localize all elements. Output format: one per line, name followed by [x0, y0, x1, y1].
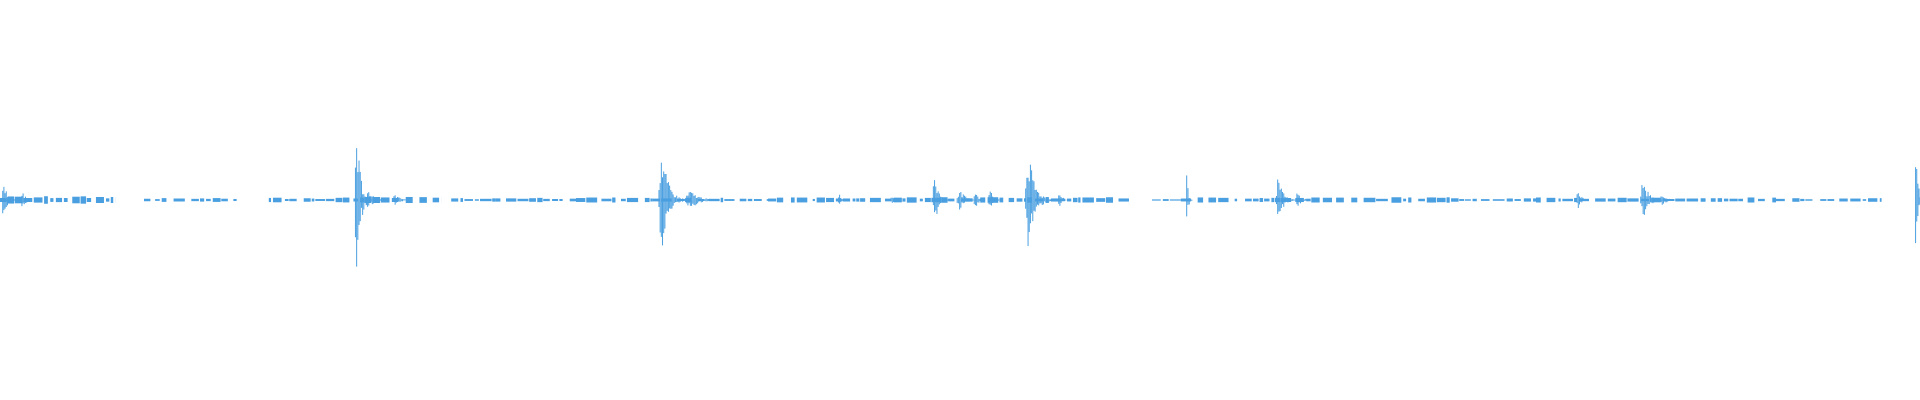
waveform-peak	[988, 191, 1002, 206]
waveform-segment	[1776, 198, 1882, 202]
waveform-peak	[2, 186, 16, 214]
waveform-peak	[1025, 164, 1055, 247]
waveform-segment	[1180, 197, 1459, 203]
waveform-peak	[392, 195, 406, 205]
waveform-peak	[1275, 179, 1296, 214]
waveform-segment	[268, 197, 356, 203]
waveform-segment	[1536, 197, 1652, 203]
waveform-peak	[21, 193, 31, 207]
waveform-segment	[0, 196, 116, 204]
waveform-segment	[576, 197, 653, 203]
waveform-segment	[451, 198, 496, 202]
waveform-segment	[768, 197, 902, 203]
waveform-peak	[837, 194, 845, 204]
waveform-peak	[932, 180, 950, 214]
waveform-peak	[1640, 185, 1662, 215]
waveform-peak	[1058, 195, 1067, 206]
waveform-segment	[1152, 199, 1181, 201]
waveform-segment	[144, 198, 237, 202]
waveform-peak	[1186, 175, 1193, 217]
waveform-segment	[1459, 198, 1536, 202]
waveform-peak	[890, 197, 902, 203]
waveform-peak	[1576, 193, 1588, 208]
waveform-peak	[1915, 167, 1920, 244]
waveform-peak	[1660, 196, 1673, 205]
waveform-peak	[685, 191, 717, 206]
waveform-peak	[956, 191, 977, 210]
waveform-peak	[364, 192, 385, 207]
waveform-peak	[973, 194, 984, 206]
waveform-segment	[495, 197, 576, 203]
waveform-peak	[1295, 193, 1309, 206]
waveform-peak	[658, 162, 688, 246]
waveform-peak	[354, 148, 373, 267]
